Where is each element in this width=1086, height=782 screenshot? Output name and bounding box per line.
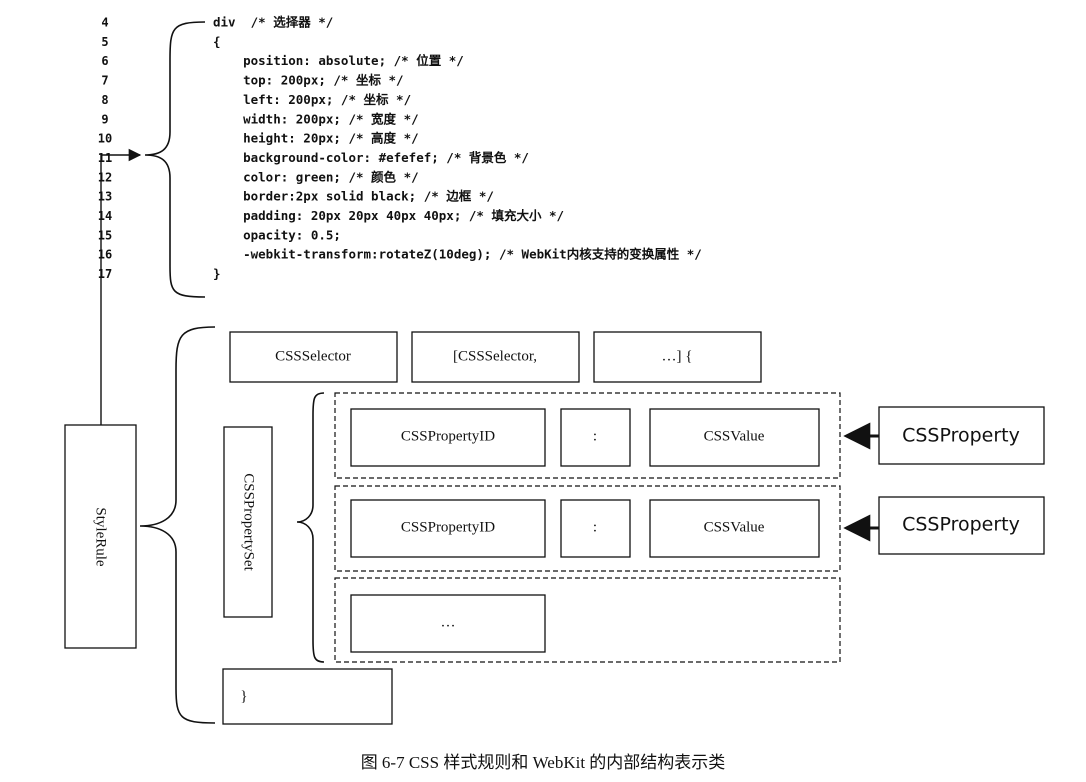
code-line-text: div /* 选择器 */: [213, 15, 333, 30]
stylerule-label: StyleRule: [93, 507, 109, 567]
property-id-1: CSSPropertyID: [401, 428, 495, 444]
css-property-label-1: CSSProperty: [902, 425, 1020, 447]
code-line-text: border:2px solid black; /* 边框 */: [213, 189, 494, 204]
code-line-number: 7: [101, 74, 108, 88]
code-line-text: color: green; /* 颜色 */: [213, 169, 419, 184]
property-set-box: CSSPropertySet: [223, 426, 273, 618]
code-listing: 4 div /* 选择器 */ 5 {6 position: absolute; /*…: [98, 15, 702, 282]
property-row-1: CSSPropertyID : CSSValue: [334, 392, 841, 479]
selector-box-3: …] {: [662, 348, 693, 364]
code-line-text: opacity: 0.5;: [213, 227, 341, 242]
code-line-number: 14: [98, 209, 112, 223]
code-line-number: 10: [98, 132, 112, 146]
code-line-number: 13: [98, 190, 112, 204]
css-property-2: CSSProperty: [843, 496, 1045, 555]
code-line-number: 11: [98, 151, 112, 165]
selector-box-2: [CSSSelector,: [453, 348, 537, 364]
property-row-2: CSSPropertyID : CSSValue: [334, 485, 841, 572]
stylerule-box: StyleRule: [64, 424, 137, 649]
code-lines: 4 div /* 选择器 */ 5 {6 position: absolute; /*…: [98, 15, 702, 282]
code-line-text: width: 200px; /* 宽度 */: [213, 111, 419, 126]
code-line-number: 8: [101, 93, 108, 107]
close-brace-label: }: [240, 688, 247, 704]
code-line-text: left: 200px; /* 坐标 */: [213, 92, 411, 107]
colon-1: :: [593, 428, 597, 444]
code-line-number: 4: [101, 16, 108, 30]
code-line-number: 16: [98, 248, 112, 262]
stylerule-to-code-arrow: [100, 148, 142, 425]
code-brace: [144, 21, 206, 298]
code-line-number: 17: [98, 267, 112, 281]
stylerule-brace: [139, 326, 216, 724]
css-property-label-2: CSSProperty: [902, 514, 1020, 536]
code-line-number: 15: [98, 228, 112, 242]
close-brace-box: }: [222, 668, 393, 725]
css-property-1: CSSProperty: [843, 406, 1045, 465]
code-line-number: 12: [98, 170, 112, 184]
code-line-text: position: absolute; /* 位置 */: [213, 53, 464, 68]
figure-caption: 图 6-7 CSS 样式规则和 WebKit 的内部结构表示类: [361, 753, 726, 772]
code-line-text: height: 20px; /* 高度 */: [213, 131, 419, 146]
selector-box-1: CSSSelector: [275, 348, 351, 364]
selector-row: CSSSelector [CSSSelector, …] {: [229, 331, 762, 383]
ellipsis-box: …: [441, 614, 456, 630]
code-line-text: }: [213, 266, 221, 281]
code-line-text: -webkit-transform:rotateZ(10deg); /* Web…: [213, 247, 702, 262]
code-line-text: {: [213, 34, 221, 49]
property-set-brace: [296, 392, 325, 663]
colon-2: :: [593, 519, 597, 535]
property-set-label: CSSPropertySet: [241, 473, 257, 571]
code-line-number: 5: [101, 35, 108, 49]
code-line-number: 6: [101, 54, 108, 68]
css-value-1: CSSValue: [704, 428, 765, 444]
code-line-text: top: 200px; /* 坐标 */: [213, 73, 404, 88]
code-line-text: padding: 20px 20px 40px 40px; /* 填充大小 */: [213, 208, 564, 223]
css-value-2: CSSValue: [704, 519, 765, 535]
property-row-ellipsis: …: [334, 577, 841, 663]
code-line-number: 9: [101, 112, 108, 126]
code-line-text: background-color: #efefef; /* 背景色 */: [213, 150, 529, 165]
property-id-2: CSSPropertyID: [401, 519, 495, 535]
